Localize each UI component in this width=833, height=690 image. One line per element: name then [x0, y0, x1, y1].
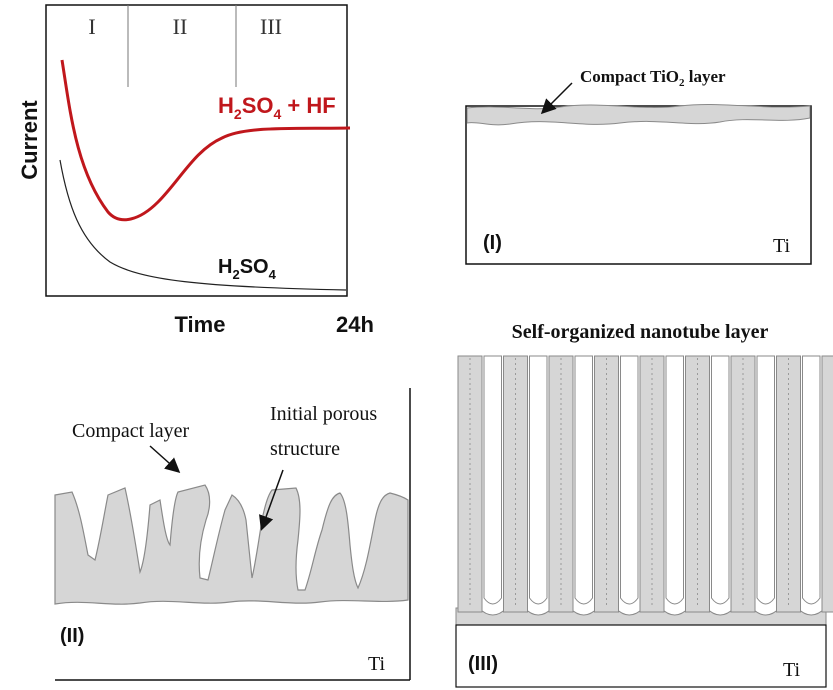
x-axis-end-label: 24h: [336, 312, 374, 337]
porous-oxide-layer: [54, 484, 409, 605]
label-h2so4-hf: H2SO4 + HF: [218, 93, 336, 122]
nanotube-layer-title: Self-organized nanotube layer: [512, 321, 769, 343]
panel-stage-2: Compact layer Initial porous structure (…: [54, 388, 411, 681]
compact-tio2-annotation: Compact TiO2 layer: [580, 67, 726, 89]
nanotube-pore: [483, 355, 502, 605]
nanotube-pore: [711, 355, 730, 605]
y-axis-label: Current: [17, 100, 42, 180]
x-axis-label: Time: [175, 312, 226, 337]
substrate-label-2: Ti: [368, 653, 386, 675]
phase-label-2: II: [173, 14, 188, 39]
curve-h2so4-hf: [60, 59, 351, 222]
nanotube-pore: [529, 355, 548, 605]
label-h2so4: H2SO4: [218, 256, 277, 282]
panel-stage-3: Self-organized nanotube layer (III) Ti: [455, 321, 833, 688]
nanotube-array: [455, 355, 833, 627]
nanotube-pore: [574, 355, 593, 605]
substrate-label-1: Ti: [773, 235, 791, 257]
porous-annotation-line1: Initial porous: [270, 403, 377, 425]
porous-structure-arrow: [259, 469, 284, 531]
phase-label-1: I: [88, 14, 95, 39]
panel-stage-1: Compact TiO2 layer (I) Ti: [465, 67, 812, 265]
nanotube-pore: [665, 355, 684, 605]
current-time-graph: I II III H2SO4 + HF H2SO4 Current Time 2…: [17, 4, 374, 337]
nanotube-pore: [802, 355, 821, 605]
phase-label-3: III: [260, 14, 282, 39]
panel-3-substrate: [455, 624, 827, 688]
nanotube-pore: [620, 355, 639, 605]
stage-2-label: (II): [60, 625, 84, 647]
porous-annotation-line2: structure: [270, 438, 340, 460]
graph-frame: [45, 4, 348, 297]
stage-1-label: (I): [483, 232, 502, 254]
nanotube-pore: [756, 355, 775, 605]
compact-layer-arrow: [149, 445, 181, 473]
substrate-label-3: Ti: [783, 659, 801, 681]
curve-h2so4: [59, 159, 347, 291]
compact-layer-annotation: Compact layer: [72, 420, 190, 442]
compact-tio2-arrow: [540, 82, 573, 115]
panel-1-frame: [465, 105, 812, 265]
stage-3-label: (III): [468, 653, 498, 675]
nanotube-wall: [821, 355, 833, 613]
